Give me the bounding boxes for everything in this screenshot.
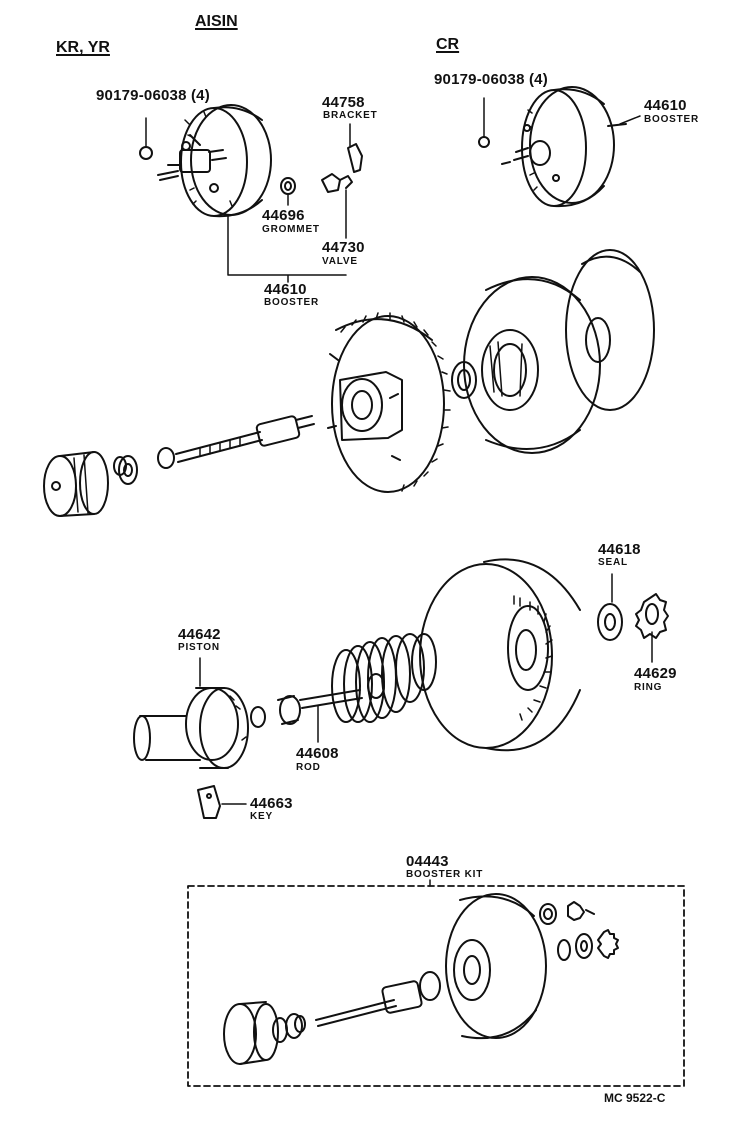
booster-kit-part-number: 04443 bbox=[406, 853, 449, 870]
ring-part-name: RING bbox=[634, 682, 663, 693]
booster-left-leader bbox=[227, 214, 347, 283]
key-icon bbox=[197, 785, 247, 819]
booster-kit-box bbox=[187, 885, 685, 1087]
rear-shell-mid bbox=[565, 249, 655, 411]
seal-icon bbox=[597, 573, 623, 641]
right-variant-heading: CR bbox=[436, 36, 460, 53]
booster-left-assembly bbox=[157, 104, 272, 218]
valve-part-name: VALVE bbox=[322, 256, 358, 267]
seal-part-name: SEAL bbox=[598, 557, 628, 568]
washers-mid bbox=[113, 447, 175, 485]
seal-part-number: 44618 bbox=[598, 541, 641, 558]
diaphragm-spring bbox=[331, 633, 437, 723]
rod-icon bbox=[250, 689, 363, 743]
booster-right-part-name: BOOSTER bbox=[644, 114, 700, 125]
grommet-part-number: 44696 bbox=[262, 207, 305, 224]
booster-right-assembly bbox=[501, 86, 641, 208]
maker-heading: AISIN bbox=[195, 13, 238, 30]
key-part-number: 44663 bbox=[250, 795, 293, 812]
ring-part-number: 44629 bbox=[634, 665, 677, 682]
bracket-part-name: BRACKET bbox=[323, 110, 378, 121]
booster-right-part-number: 44610 bbox=[644, 97, 687, 114]
booster-boot-mid bbox=[43, 451, 109, 517]
rod-part-number: 44608 bbox=[296, 745, 339, 762]
seal-mid bbox=[451, 361, 477, 399]
nut-left-icon bbox=[139, 117, 153, 160]
rod-part-name: ROD bbox=[296, 762, 321, 773]
figure-code: MC 9522-C bbox=[604, 1091, 666, 1105]
piston-part-number: 44642 bbox=[178, 626, 221, 643]
booster-left-part-number: 44610 bbox=[264, 281, 307, 298]
key-part-name: KEY bbox=[250, 811, 273, 822]
booster-kit-part-name: BOOSTER KIT bbox=[406, 869, 484, 880]
piston-part-name: PISTON bbox=[178, 642, 220, 653]
booster-shell-lower bbox=[419, 558, 581, 752]
grommet-icon bbox=[280, 177, 296, 206]
nut-left-part-number: 90179-06038 (4) bbox=[96, 87, 210, 104]
pushrod-mid bbox=[175, 415, 315, 463]
ring-icon bbox=[635, 593, 669, 663]
valve-icon bbox=[321, 173, 353, 239]
left-variant-heading: KR, YR bbox=[56, 39, 110, 56]
front-shell-mid bbox=[463, 276, 601, 454]
nut-right-icon bbox=[478, 97, 490, 148]
booster-left-part-name: BOOSTER bbox=[264, 297, 320, 308]
valve-part-number: 44730 bbox=[322, 239, 365, 256]
nut-right-part-number: 90179-06038 (4) bbox=[434, 71, 548, 88]
bracket-part-number: 44758 bbox=[322, 94, 365, 111]
booster-kit-contents bbox=[223, 893, 619, 1065]
piston-icon bbox=[133, 657, 249, 769]
bracket-icon bbox=[347, 123, 363, 173]
grommet-part-name: GROMMET bbox=[262, 224, 320, 235]
diaphragm-plate bbox=[327, 312, 451, 493]
